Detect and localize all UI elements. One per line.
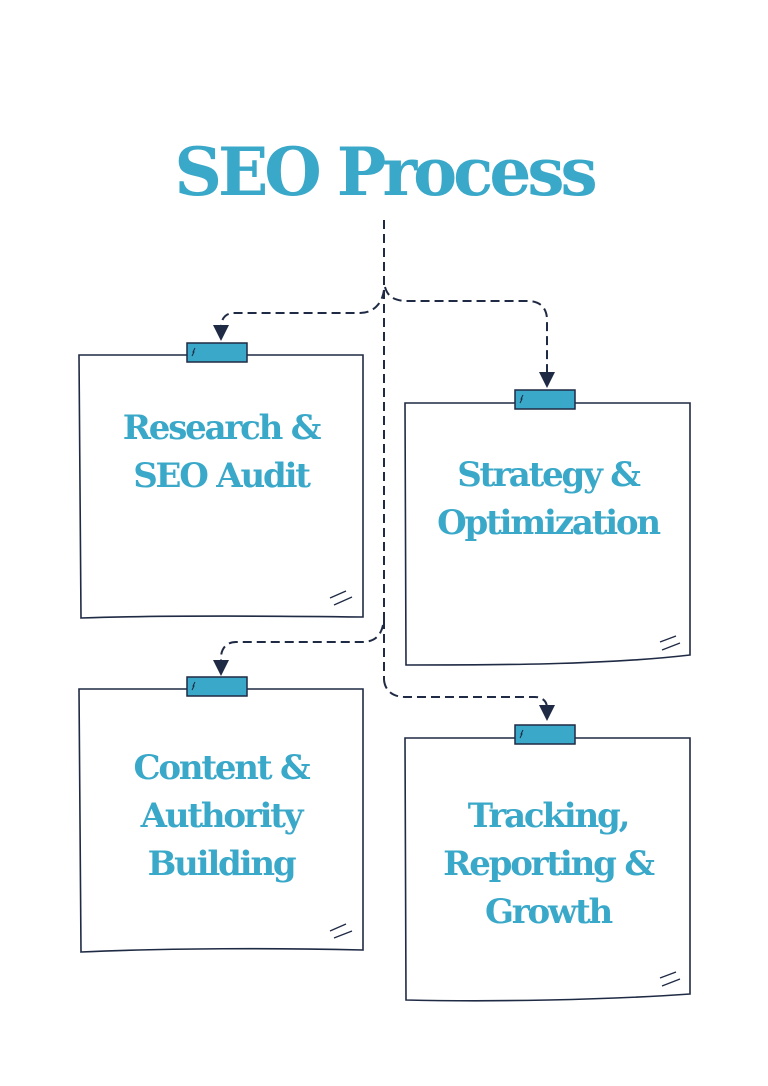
glare-marks-icon — [659, 635, 681, 651]
arrow-to-step-4 — [383, 679, 555, 721]
page-title: SEO Process — [174, 133, 597, 211]
glare-marks-icon — [329, 923, 353, 939]
card-frame — [78, 676, 364, 953]
card-frame — [404, 724, 691, 1002]
step-label-content: Content & Authority Building — [133, 748, 311, 884]
tape-tab-icon — [514, 389, 576, 410]
step-label-research: Research & SEO Audit — [122, 408, 322, 496]
step-card-research: Research & SEO Audit — [78, 342, 364, 622]
tape-tab-icon — [186, 676, 248, 697]
arrow-to-step-1 — [213, 289, 385, 341]
card-frame — [404, 389, 691, 666]
step-label-strategy: Strategy & Optimization — [437, 455, 661, 543]
step-card-tracking: Tracking, Reporting & Growth — [404, 724, 692, 1006]
step-label-tracking: Tracking, Reporting & Growth — [443, 796, 655, 932]
glare-marks-icon — [659, 971, 681, 987]
arrow-to-step-2 — [384, 286, 555, 388]
step-card-strategy: Strategy & Optimization — [404, 389, 692, 671]
tape-tab-icon — [186, 342, 248, 363]
card-frame — [78, 342, 364, 619]
glare-marks-icon — [329, 590, 353, 606]
arrow-to-step-3 — [213, 624, 384, 676]
tape-tab-icon — [514, 724, 576, 745]
step-card-content: Content & Authority Building — [78, 676, 364, 956]
